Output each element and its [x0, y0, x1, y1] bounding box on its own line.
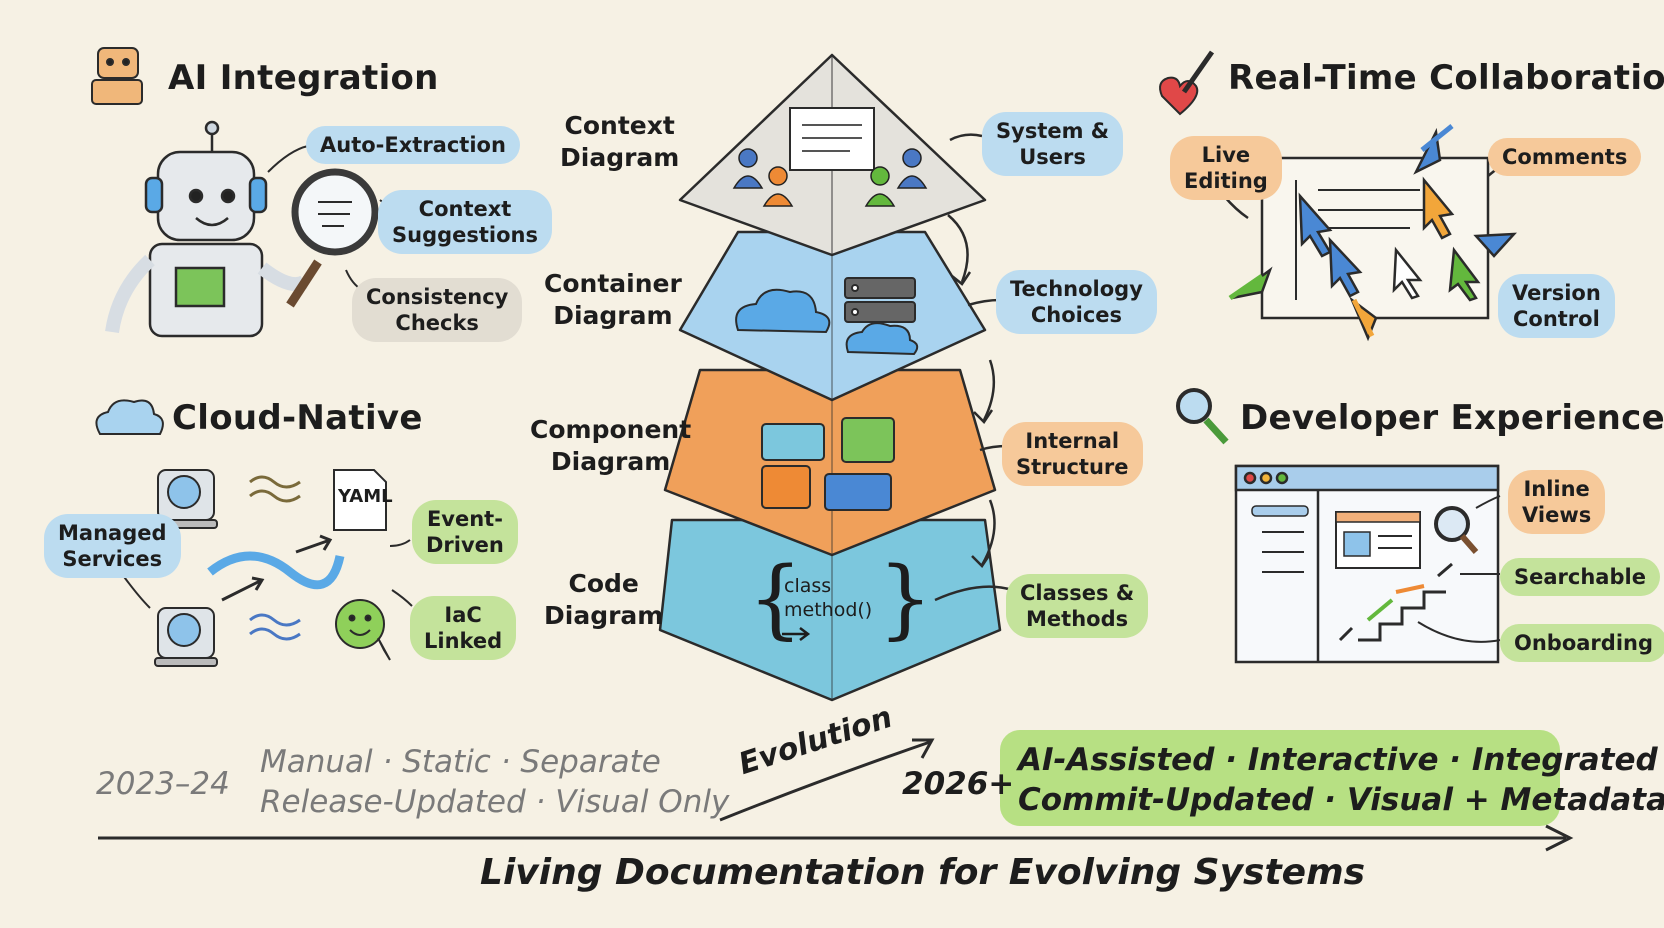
cloud-native-title: Cloud-Native [172, 398, 423, 438]
code-layer [658, 518, 1002, 702]
iac-linked-label: IaC Linked [410, 596, 517, 660]
new-year-label: 2026+ [902, 766, 1015, 802]
system-users-note: System & Users [982, 112, 1124, 176]
layer-arrows [934, 133, 1013, 602]
svg-text:{: { [748, 549, 803, 649]
new-traits-line-2: Commit-Updated · Visual + Metadata [1018, 782, 1664, 818]
code-snippet-text: class method() [784, 575, 873, 621]
magnifier-icon [1176, 388, 1229, 445]
old-year-label: 2023–24 [96, 766, 230, 802]
context-diagram-label: Context Diagram [560, 111, 680, 172]
cloud-native-illustration [121, 469, 413, 667]
developer-experience-title: Developer Experience [1240, 398, 1664, 438]
cloud-icon [95, 399, 164, 435]
searchable-label: Searchable [1500, 558, 1660, 596]
container-diagram-icon [735, 277, 919, 356]
pyramid [658, 53, 1002, 702]
consistency-checks-label: Consistency Checks [352, 278, 523, 342]
old-traits-line-1: Manual · Static · Separate [260, 744, 661, 780]
svg-text:}: } [878, 549, 933, 649]
component-diagram-icon [761, 417, 895, 511]
version-control-label: Version Control [1498, 274, 1615, 338]
real-time-collaboration-title: Real-Time Collaboration [1228, 58, 1664, 98]
timeline-graphics [98, 730, 1574, 852]
inline-views-label: Inline Views [1508, 470, 1606, 534]
devx-illustration [1234, 464, 1501, 664]
technology-choices-note: Technology Choices [996, 270, 1157, 334]
robot-illustration [105, 120, 379, 338]
yaml-file-label: YAML [338, 486, 393, 507]
auto-extraction-label: Auto-Extraction [306, 126, 520, 164]
new-traits-line-1: AI-Assisted · Interactive · Integrated [1018, 742, 1658, 778]
classes-methods-note: Classes & Methods [1006, 574, 1149, 638]
live-editing-label: Live Editing [1170, 136, 1282, 200]
robot-head-icon [91, 47, 143, 105]
container-diagram-label: Container Diagram [544, 269, 682, 330]
context-diagram-icon [732, 107, 928, 207]
managed-services-label: Managed Services [44, 514, 181, 578]
onboarding-label: Onboarding [1500, 624, 1664, 662]
code-diagram-label: Code Diagram [544, 569, 664, 630]
ai-integration-title: AI Integration [168, 58, 439, 98]
old-traits-line-2: Release-Updated · Visual Only [260, 784, 730, 820]
event-driven-label: Event- Driven [412, 500, 518, 564]
code-diagram-icon: { } [748, 549, 933, 649]
pencil-heart-icon [1159, 50, 1215, 116]
internal-structure-note: Internal Structure [1002, 422, 1143, 486]
component-diagram-label: Component Diagram [530, 415, 692, 476]
context-suggestions-label: Context Suggestions [378, 190, 552, 254]
collab-illustration [1223, 124, 1517, 342]
component-layer [663, 368, 997, 557]
main-title: Living Documentation for Evolving System… [480, 852, 1366, 893]
comments-label: Comments [1488, 138, 1642, 176]
